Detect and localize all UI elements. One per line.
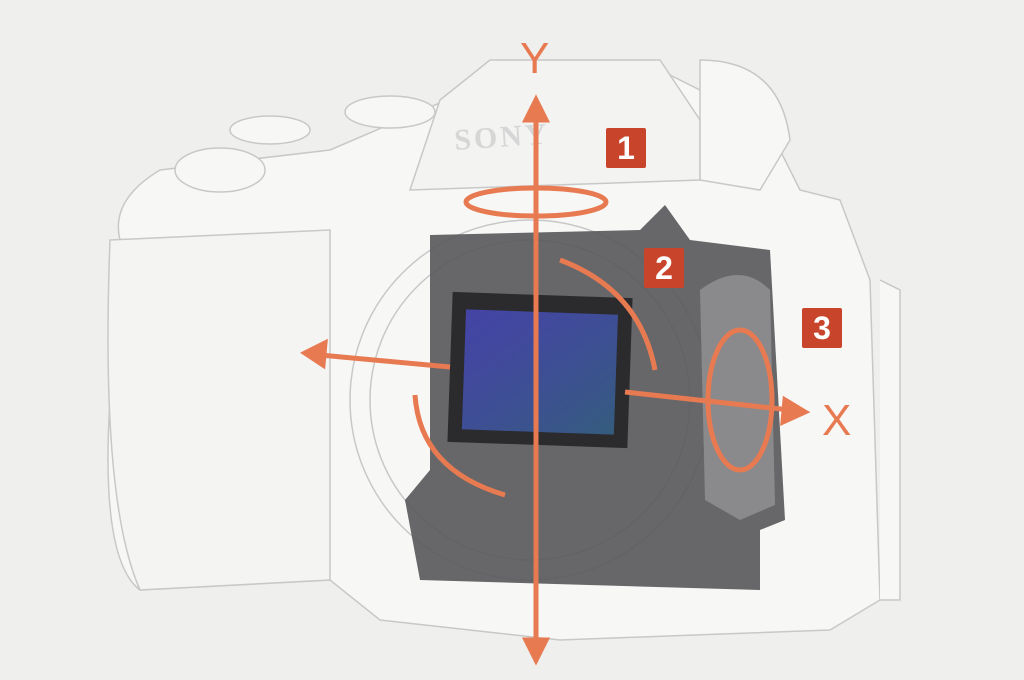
badge-2: 2 (644, 248, 684, 288)
x-axis-arrowhead-left (300, 338, 328, 370)
x-axis-label: X (822, 396, 852, 445)
roll-rotation-arrow (559, 257, 658, 371)
actuator-plate (700, 275, 775, 520)
x-axis-arrowhead-right (780, 395, 811, 427)
pitch-rotation-arrow (705, 327, 775, 473)
badge-3: 3 (802, 308, 842, 348)
y-axis-arrowhead-bottom (521, 637, 551, 666)
y-axis-label: Y (520, 34, 550, 83)
badge-1: 1 (606, 128, 646, 168)
yaw-rotation-arrow (463, 185, 609, 219)
x-axis-arrow-left (319, 352, 451, 370)
axis-arrows (300, 94, 811, 666)
sensor-sheen (461, 309, 618, 435)
stabilization-unit (405, 205, 785, 590)
roll-rotation-arrow-lower (412, 394, 506, 498)
y-axis-arrowhead-top (521, 94, 551, 123)
